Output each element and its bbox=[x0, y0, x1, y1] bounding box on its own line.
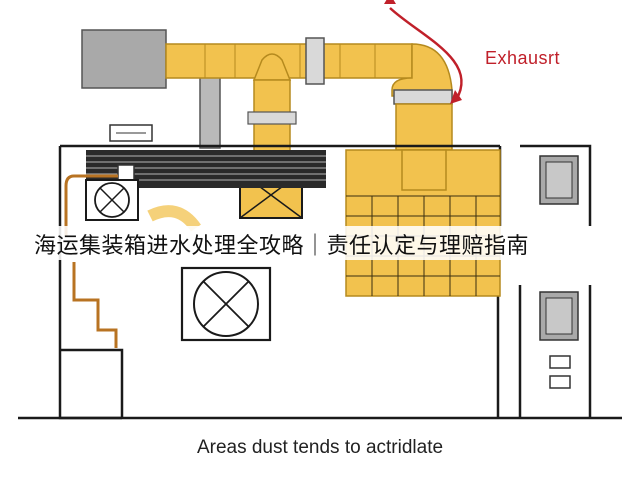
overlay-title: 海运集装箱进水处理全攻略｜责任认定与理赔指南 bbox=[34, 234, 530, 259]
exhaust-label: Exhausrt bbox=[485, 48, 561, 68]
center-fan-circle bbox=[193, 271, 259, 337]
right-cabinet-bottom-door bbox=[545, 297, 573, 335]
supply-pipe bbox=[64, 174, 118, 348]
exhaust-collar bbox=[393, 89, 453, 105]
small-fan-box bbox=[117, 164, 135, 182]
grey-equipment-box bbox=[81, 29, 167, 89]
exhaust-arrow-head-bottom bbox=[450, 90, 462, 104]
center-fan-x-2 bbox=[203, 281, 249, 327]
center-duct-band bbox=[247, 111, 297, 125]
duct-flange bbox=[305, 37, 325, 85]
right-outlet-2 bbox=[549, 375, 571, 389]
title-overlay-band bbox=[0, 226, 640, 260]
right-outlet-1 bbox=[549, 355, 571, 369]
diagram-caption: Areas dust tends to actridlate bbox=[196, 437, 444, 458]
left-fan-x-2 bbox=[99, 187, 125, 213]
exhaust-arrow-head-top bbox=[384, 0, 396, 4]
duct-ribs bbox=[204, 44, 376, 78]
exhaust-arrow bbox=[389, 7, 463, 101]
right-cabinet-top-door bbox=[545, 161, 573, 199]
left-fan-circle bbox=[94, 182, 130, 218]
dust-grid-area bbox=[345, 149, 501, 297]
curved-duct-piece bbox=[147, 205, 201, 232]
center-duct-hood bbox=[252, 53, 292, 81]
exhaust-riser bbox=[395, 103, 453, 151]
main-duct bbox=[165, 43, 413, 79]
